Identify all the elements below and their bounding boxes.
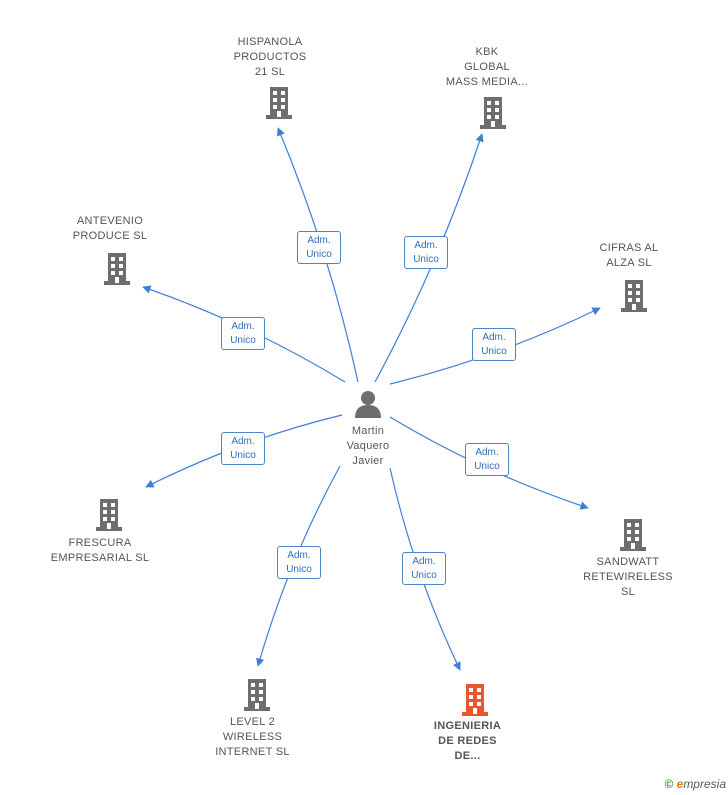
building-icon[interactable] [242, 678, 272, 712]
relation-role-line2: Unico [411, 570, 437, 581]
relation-badge-kbk[interactable]: Adm. Unico [404, 236, 448, 269]
company-label-ingenieria[interactable]: INGENIERIA DE REDES DE... [433, 720, 502, 762]
relation-badge-ingenieria[interactable]: Adm. Unico [402, 552, 446, 585]
relation-badge-cifras[interactable]: Adm. Unico [472, 328, 516, 361]
company-label-cifras[interactable]: CIFRAS AL ALZA SL [599, 242, 659, 269]
relation-role-line1: Adm. [231, 321, 255, 332]
relation-role-line1: Adm. [414, 240, 438, 251]
relation-role-line1: Adm. [475, 447, 499, 458]
building-icon[interactable] [94, 498, 124, 532]
company-label-hispanola[interactable]: HISPANOLA PRODUCTOS 21 SL [233, 36, 307, 78]
building-icon[interactable] [460, 683, 490, 717]
company-label-kbk[interactable]: KBK GLOBAL MASS MEDIA... [445, 46, 529, 88]
relation-badge-level2[interactable]: Adm. Unico [277, 546, 321, 579]
company-label-antevenio[interactable]: ANTEVENIO PRODUCE SL [72, 215, 148, 242]
relation-role-line1: Adm. [231, 436, 255, 447]
person-icon [355, 391, 381, 418]
company-label-frescura[interactable]: FRESCURA EMPRESARIAL SL [50, 537, 150, 564]
relation-role-line2: Unico [306, 249, 332, 260]
center-person-label[interactable]: Martin Vaquero Javier [346, 425, 390, 467]
building-icon[interactable] [619, 279, 649, 313]
relation-role-line1: Adm. [482, 332, 506, 343]
building-icon[interactable] [618, 518, 648, 552]
company-label-level2[interactable]: LEVEL 2 WIRELESS INTERNET SL [215, 716, 290, 758]
building-icon[interactable] [264, 86, 294, 120]
relation-role-line2: Unico [286, 564, 312, 575]
relation-badge-sandwatt[interactable]: Adm. Unico [465, 443, 509, 476]
footer-brand[interactable]: © empresia [664, 777, 726, 791]
copyright-icon: © [664, 777, 674, 791]
relation-role-line2: Unico [413, 254, 439, 265]
relation-badge-hispanola[interactable]: Adm. Unico [297, 231, 341, 264]
relation-role-line2: Unico [230, 335, 256, 346]
brand-name: mpresia [683, 777, 726, 791]
company-label-sandwatt[interactable]: SANDWATT RETEWIRELESS SL [583, 556, 673, 598]
relation-role-line2: Unico [474, 461, 500, 472]
relation-role-line2: Unico [230, 450, 256, 461]
brand-initial: e [676, 777, 684, 791]
relation-badge-frescura[interactable]: Adm. Unico [221, 432, 265, 465]
building-icon[interactable] [102, 252, 132, 286]
relation-role-line1: Adm. [307, 235, 331, 246]
relation-role-line1: Adm. [287, 550, 311, 561]
relation-role-line1: Adm. [412, 556, 436, 567]
relation-role-line2: Unico [481, 346, 507, 357]
relation-badge-antevenio[interactable]: Adm. Unico [221, 317, 265, 350]
building-icon[interactable] [478, 96, 508, 130]
